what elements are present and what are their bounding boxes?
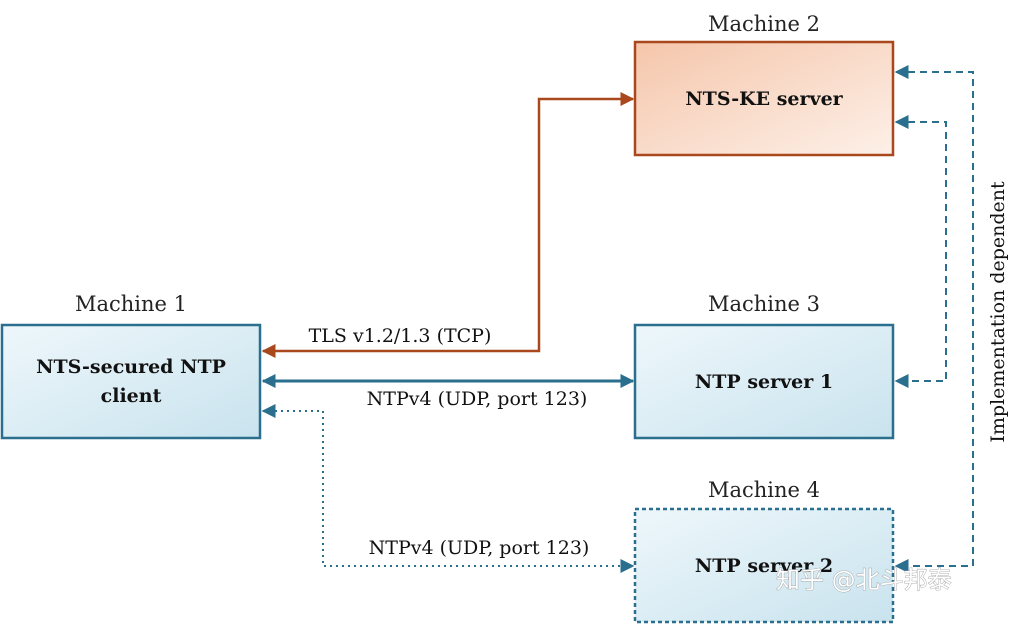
tls-connection-arrow [261, 92, 635, 358]
server-2-to-ke-link [894, 65, 974, 573]
ntp-server-1-box: NTP server 1 [633, 323, 895, 440]
machine-2-label: Machine 2 [708, 12, 820, 36]
ntp-server-2-title: NTP server 2 [695, 555, 833, 577]
machine-3-label: Machine 3 [708, 292, 820, 316]
nts-client-title-line2: client [101, 385, 162, 407]
machine-1-label: Machine 1 [75, 292, 187, 316]
ntp-server-2-connection-arrow [261, 404, 635, 573]
nts-ke-server-title: NTS-KE server [685, 88, 843, 110]
tls-label: TLS v1.2/1.3 (TCP) [309, 325, 492, 347]
ntp-server-2-box: NTP server 2 [633, 507, 895, 624]
implementation-dependent-label: Implementation dependent [987, 181, 1009, 443]
machine-4-label: Machine 4 [708, 478, 820, 502]
nts-client-box: NTS-secured NTP client [0, 323, 262, 440]
ntp-server-1-title: NTP server 1 [695, 371, 833, 393]
ntp-server-1-label: NTPv4 (UDP, port 123) [367, 388, 588, 410]
server-1-to-ke-link [894, 115, 947, 388]
watermark-text: 知乎 @北斗邦泰 [776, 566, 952, 594]
ntp-server-2-label: NTPv4 (UDP, port 123) [369, 537, 590, 559]
nts-client-title-line1: NTS-secured NTP [36, 356, 226, 378]
nts-ke-server-box: NTS-KE server [633, 40, 895, 157]
